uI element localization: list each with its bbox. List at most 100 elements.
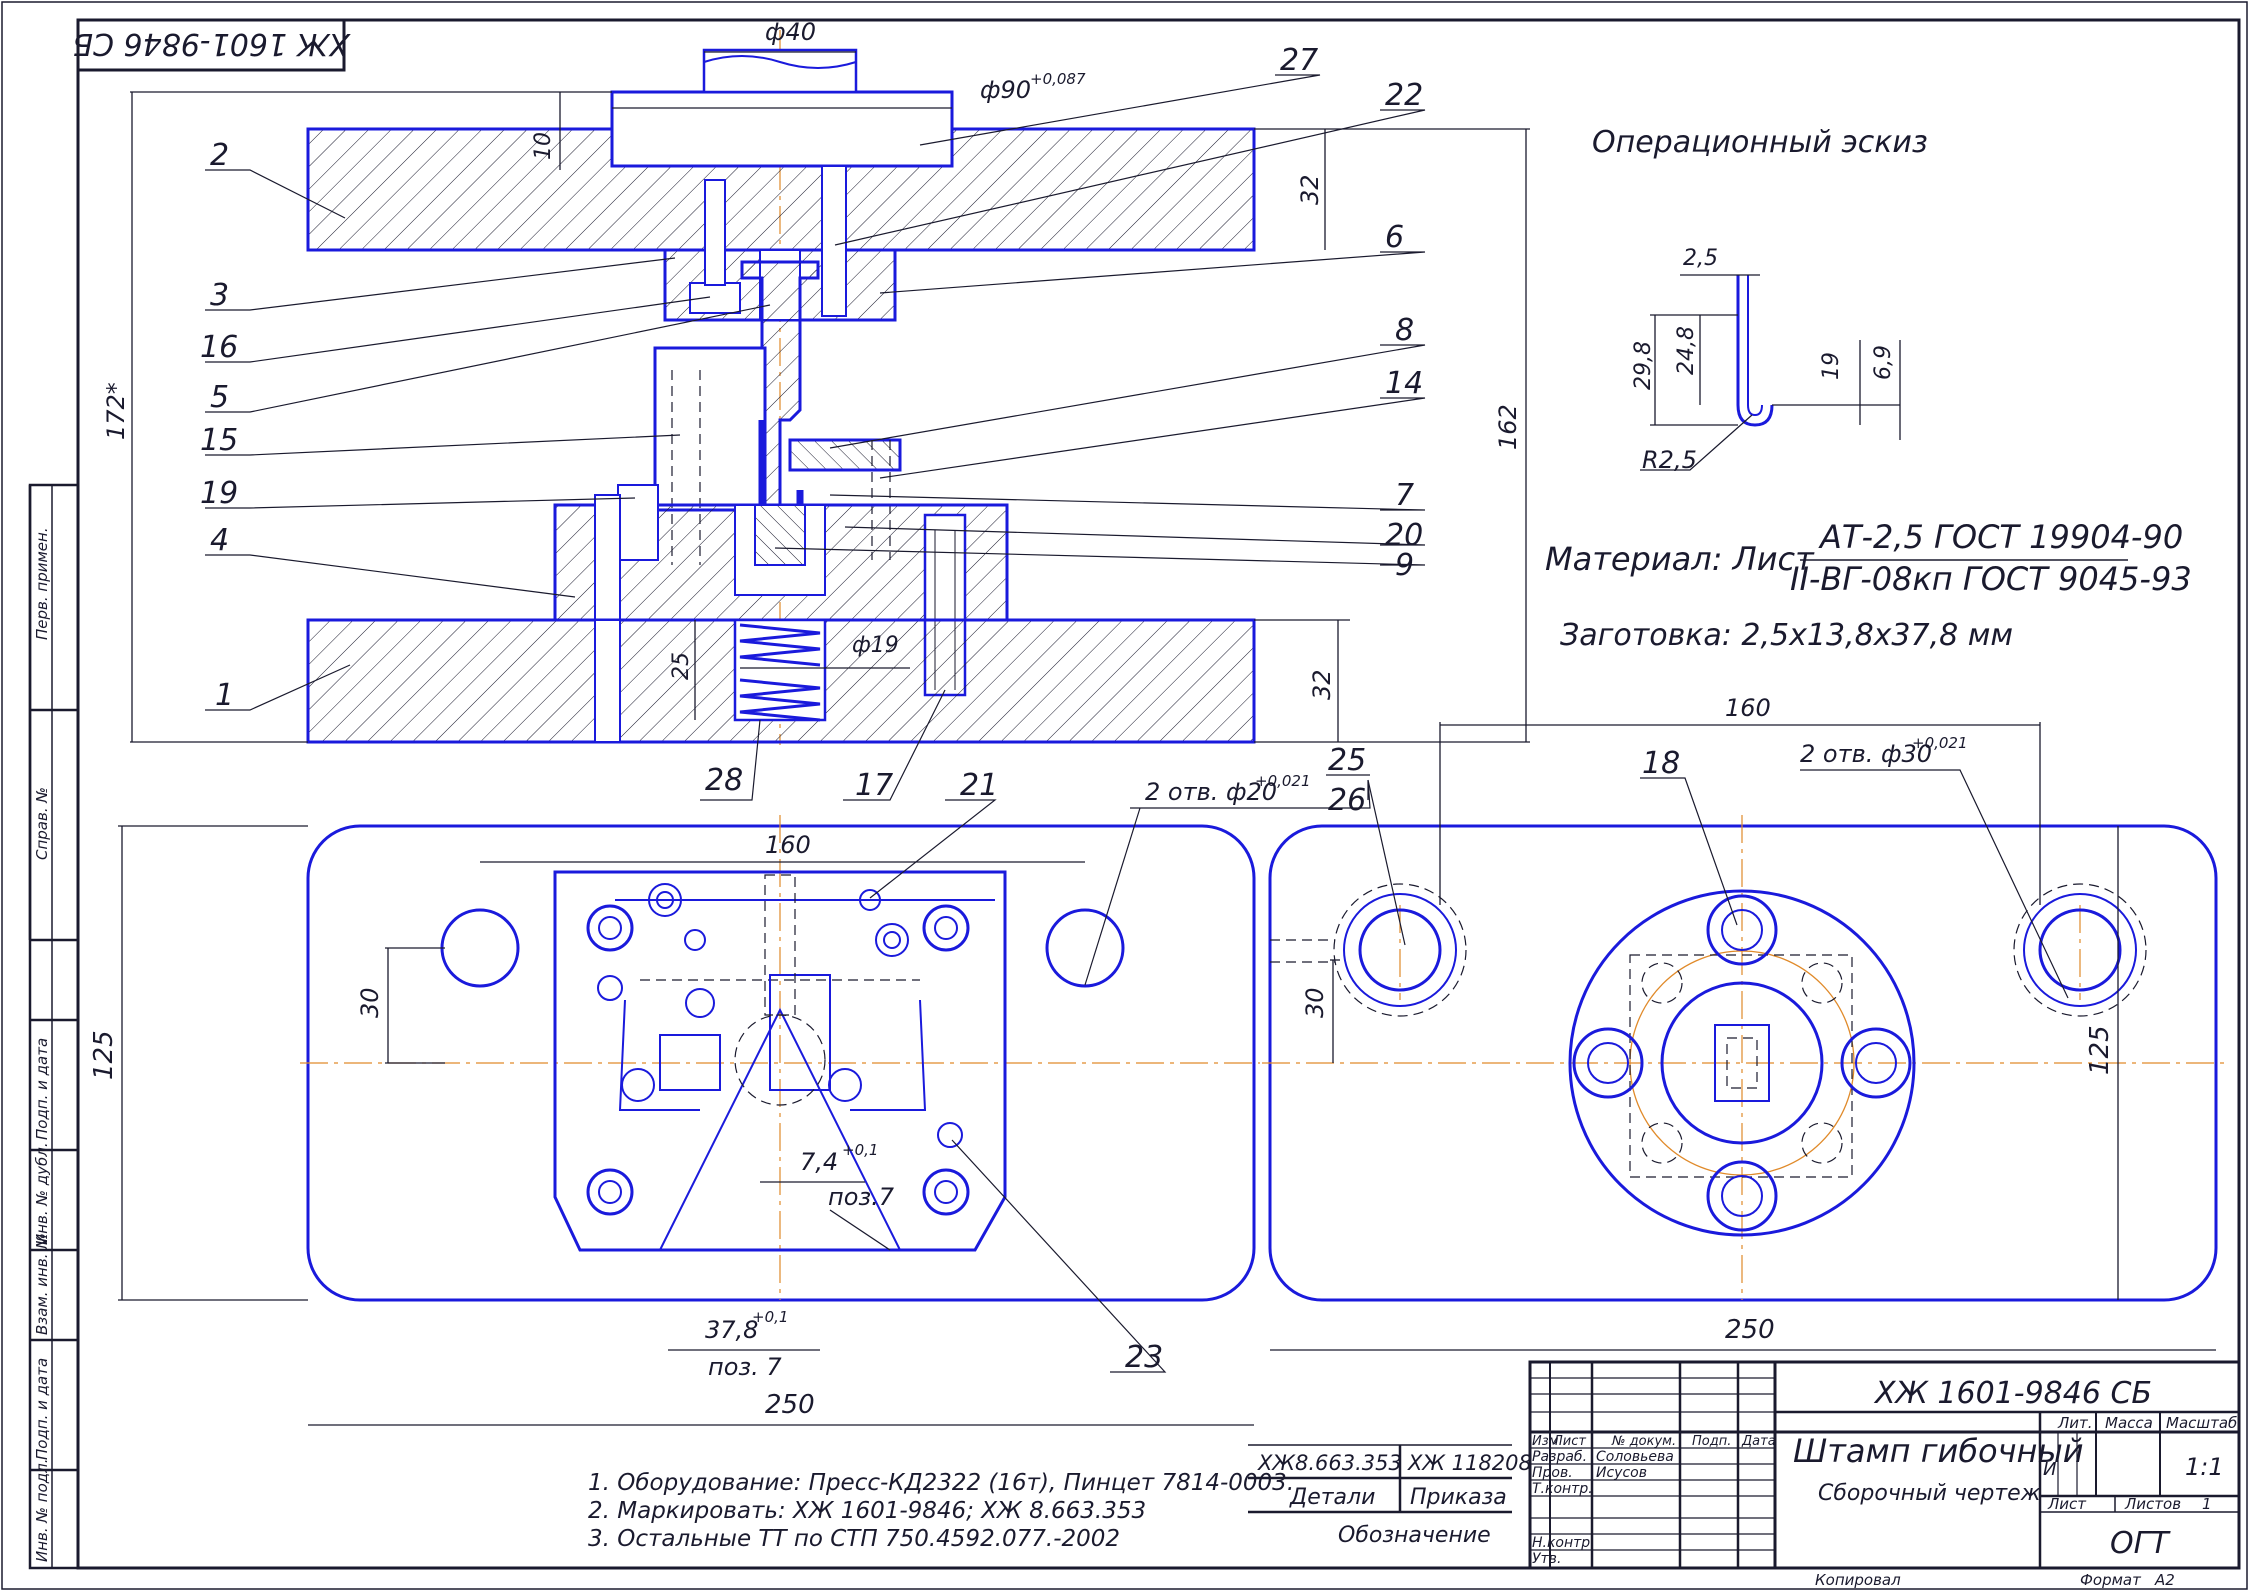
- material-label: Материал: Лист: [1545, 540, 1815, 578]
- tb-scale: 1:1: [2185, 1453, 2224, 1481]
- code-stamp-text: ХЖ 1601-9846 СБ: [73, 26, 352, 61]
- note-3: 3. Остальные ТТ по СТП 750.4592.077.-200…: [588, 1526, 1120, 1552]
- tb-format-val: А2: [2154, 1571, 2175, 1589]
- dim-30-left: 30: [356, 987, 384, 1018]
- pos-25: 25: [1328, 743, 1366, 778]
- plan-view-plate: 160 250 125 30 25 26 18 2 отв. ф30 +0,02…: [1262, 694, 2228, 1351]
- tb-listov: Листов: [2124, 1495, 2181, 1513]
- dim-10: 10: [531, 132, 556, 160]
- blank-size: Заготовка: 2,5х13,8х37,8 мм: [1560, 618, 2013, 653]
- dim-holes-20: 2 отв. ф20: [1145, 778, 1277, 806]
- strip-sprav-no: Справ. №: [33, 787, 51, 860]
- pos-18: 18: [1642, 746, 1680, 781]
- sketch-dim-24-8: 24,8: [1674, 326, 1699, 375]
- dim-250-left: 250: [765, 1390, 815, 1420]
- sketch-dim-19: 19: [1819, 352, 1844, 380]
- dim-37-8-tol: +0,1: [752, 1308, 788, 1326]
- dim-32-top: 32: [1296, 174, 1324, 205]
- dim-37-8: 37,8: [705, 1316, 758, 1344]
- pos-6: 6: [1385, 220, 1404, 255]
- pos-27: 27: [1280, 43, 1318, 78]
- pos-22: 22: [1385, 78, 1423, 113]
- tb-hdr-podp: Подп.: [1692, 1434, 1731, 1449]
- spec-row2-b: Приказа: [1410, 1485, 1507, 1510]
- dim-holes-20-tol: +0,021: [1255, 772, 1311, 790]
- pos-28: 28: [705, 763, 743, 798]
- tb-masshtab: Масштаб: [2166, 1414, 2237, 1432]
- dim-172: 172*: [102, 382, 130, 440]
- dim-d90: ф90: [980, 76, 1031, 104]
- tb-lit-val: И: [2043, 1459, 2056, 1480]
- pos-14: 14: [1385, 366, 1423, 401]
- sketch-dim-2-5: 2,5: [1683, 246, 1718, 271]
- spec-row1-b: ХЖ 118208: [1407, 1451, 1532, 1475]
- pos-23: 23: [1125, 1340, 1163, 1375]
- tb-lit: Лит.: [2057, 1414, 2093, 1432]
- pos-17: 17: [855, 768, 893, 803]
- strip-podp-data-2: Подп. и дата: [33, 1358, 51, 1460]
- tb-prov-name: Исусов: [1596, 1465, 1647, 1481]
- pos-15: 15: [200, 423, 238, 458]
- tb-hdr-izm: Изм: [1532, 1434, 1559, 1449]
- tb-kopiroval: Копировал: [1815, 1571, 1901, 1589]
- tb-code: ХЖ 1601-9846 СБ: [1873, 1376, 2152, 1411]
- note-1: 1. Оборудование: Пресс-КД2322 (16т), Пин…: [588, 1470, 1294, 1496]
- strip-vzam-inv: Взам. инв. №: [33, 1233, 51, 1335]
- dim-25: 25: [669, 652, 694, 680]
- spec-row1-a: ХЖ8.663.353: [1257, 1451, 1402, 1475]
- dim-poz7-top: поз.7: [828, 1183, 895, 1211]
- dim-250-right: 250: [1725, 1315, 1775, 1345]
- dim-162: 162: [1494, 404, 1522, 450]
- material-top: АТ-2,5 ГОСТ 19904-90: [1818, 518, 2183, 556]
- pos-9: 9: [1395, 548, 1414, 583]
- tb-massa: Масса: [2105, 1414, 2153, 1432]
- material-bottom: II-ВГ-08кп ГОСТ 9045-93: [1790, 560, 2192, 598]
- pos-5: 5: [210, 380, 229, 415]
- tb-org: ОГТ: [2110, 1526, 2171, 1561]
- dim-d90-tol: +0,087: [1030, 70, 1086, 88]
- spec-table: ХЖ8.663.353 ХЖ 118208 Детали Приказа Обо…: [1248, 1444, 1532, 1548]
- dim-160-left: 160: [765, 831, 811, 859]
- dim-holes-30-tol: +0,021: [1912, 734, 1968, 752]
- dim-125-left: 125: [89, 1030, 119, 1080]
- tb-razrab: Разраб.: [1532, 1449, 1587, 1465]
- strip-inv-dubl: Инв. № дубл.: [33, 1142, 51, 1245]
- technical-notes: 1. Оборудование: Пресс-КД2322 (16т), Пин…: [588, 1470, 1294, 1552]
- sketch-dim-r2-5: R2,5: [1642, 446, 1697, 474]
- pos-19: 19: [200, 476, 238, 511]
- left-strip: Перв. примен. Справ. № Подп. и дата Инв.…: [28, 483, 80, 1570]
- tb-format: Формат: [2080, 1571, 2142, 1589]
- sketch-title: Операционный эскиз: [1592, 125, 1928, 160]
- pos-21: 21: [960, 768, 998, 803]
- strip-podp-data-1: Подп. и дата: [33, 1038, 51, 1140]
- dim-7-4: 7,4: [800, 1148, 838, 1176]
- tb-list: Лист: [2047, 1495, 2087, 1513]
- dim-d40: ф40: [765, 18, 816, 46]
- tb-nkontr: Н.контр.: [1532, 1535, 1595, 1551]
- code-stamp: ХЖ 1601-9846 СБ: [73, 18, 352, 72]
- title-block: ХЖ 1601-9846 СБ Штамп гибочный Сборочный…: [1528, 1360, 2241, 1589]
- tb-hdr-list: Лист: [1552, 1434, 1586, 1449]
- tb-hdr-ndoc: № докум.: [1611, 1434, 1676, 1449]
- dim-holes-30: 2 отв. ф30: [1800, 740, 1932, 768]
- dim-poz7-bottom: поз. 7: [708, 1353, 782, 1381]
- plan-view-die: 160 30 125 250 37,8 +0,1 поз. 7 7,4 +0,1…: [89, 768, 1371, 1426]
- operation-sketch: Операционный эскиз 2,5 29,8 24,8 19 6,9 …: [1545, 125, 2192, 653]
- pos-8: 8: [1395, 313, 1414, 348]
- note-2: 2. Маркировать: ХЖ 1601-9846; ХЖ 8.663.3…: [588, 1498, 1146, 1524]
- tb-utv: Утв.: [1532, 1551, 1561, 1567]
- dim-7-4-tol: +0,1: [842, 1141, 878, 1159]
- dim-160-right: 160: [1725, 694, 1771, 722]
- pos-1: 1: [215, 678, 234, 713]
- dim-125-right: 125: [2085, 1025, 2115, 1075]
- tb-hdr-data: Дата: [1741, 1434, 1776, 1449]
- front-section-view: 172* 162 32 32 10 25 ф40 ф90 +0,087 ф19: [102, 18, 1530, 803]
- pos-26: 26: [1328, 783, 1366, 818]
- sketch-dim-29-8: 29,8: [1631, 341, 1656, 390]
- tb-listov-val: 1: [2202, 1495, 2212, 1513]
- pos-16: 16: [200, 330, 238, 365]
- strip-perv-primen: Перв. примен.: [33, 527, 51, 640]
